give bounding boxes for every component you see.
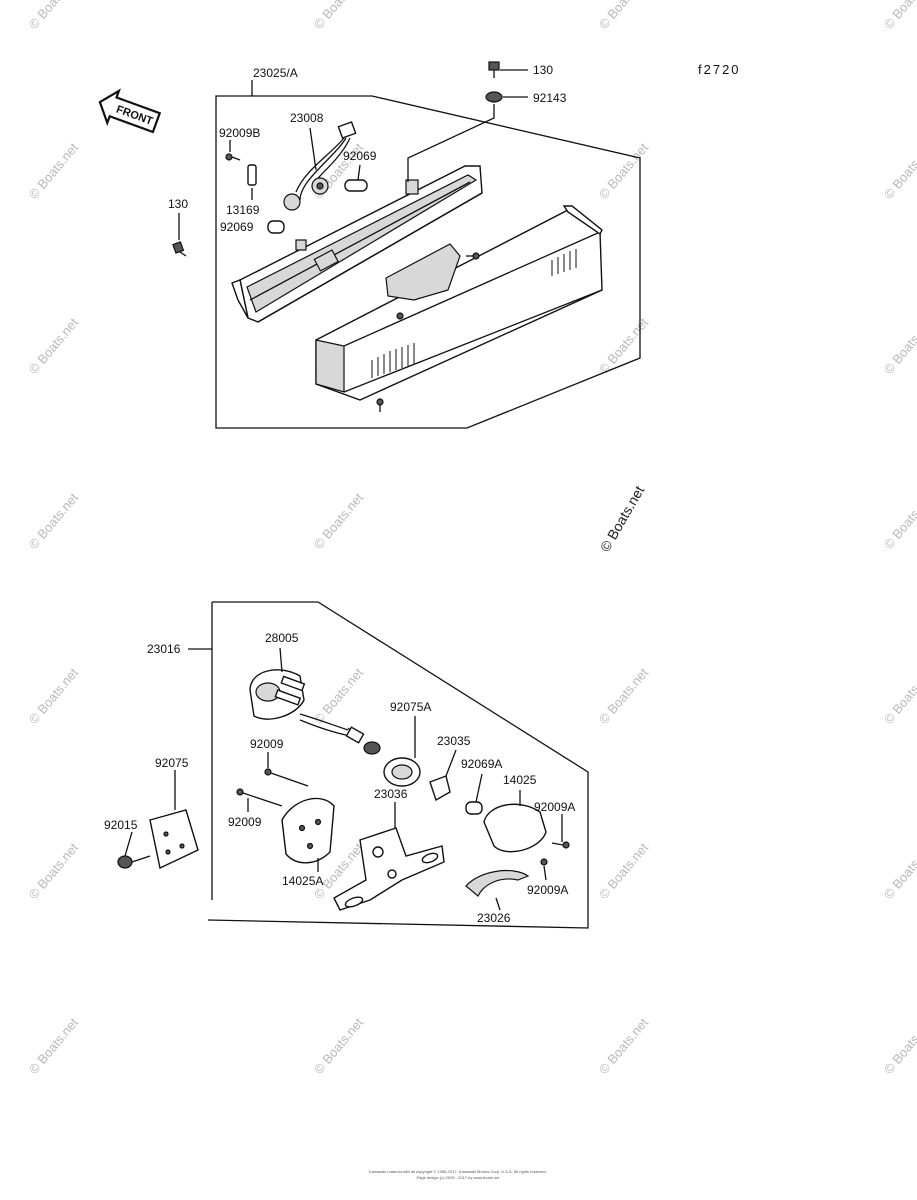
watermark: © Boats.net [596, 665, 652, 727]
bolt-icon [172, 213, 187, 257]
bulb-icon [344, 164, 368, 192]
wiring-harness [283, 121, 357, 211]
lens-vent-right [551, 249, 577, 276]
part-label-23035: 23035 [437, 734, 471, 748]
part-label-92009: 92009 [250, 737, 284, 751]
light-shield [465, 869, 530, 911]
mount-bracket [385, 243, 461, 301]
tail-light-housing [231, 165, 483, 323]
grommet-icon [407, 91, 528, 182]
bulb-icon [267, 220, 285, 234]
part-label-130: 130 [533, 63, 553, 77]
part-label-92075: 92075 [155, 756, 189, 770]
part-label-23036: 23036 [374, 787, 408, 801]
watermark: © Boats.net [26, 665, 82, 727]
watermark: © Boats.net [881, 490, 917, 552]
watermark: © Boats.net [26, 0, 82, 32]
watermark: © Boats.net [596, 840, 652, 902]
part-label-92009a: 92009A [534, 800, 575, 814]
watermark: © Boats.net [881, 0, 917, 32]
screw-icon [236, 752, 309, 812]
screw-icon [540, 814, 570, 881]
watermark: © Boats.net [596, 315, 652, 377]
part-label-92069-lower: 92069 [220, 220, 254, 234]
part-label-23025-a: 23025/A [253, 66, 298, 80]
gasket-plate [149, 770, 199, 870]
bolt-icon [488, 61, 528, 78]
top-group-boundary [215, 95, 641, 429]
watermark: © Boats.net [881, 840, 917, 902]
watermark: © Boats.net [596, 1015, 652, 1077]
watermark: © Boats.net [881, 315, 917, 377]
watermark: © Boats.net [881, 140, 917, 202]
bottom-group-boundary [207, 601, 589, 929]
license-bracket [333, 802, 445, 911]
lens-vent-left [371, 343, 415, 378]
part-label-92009b: 92009B [219, 126, 260, 140]
socket-assembly [249, 647, 306, 720]
part-label-92075a: 92075A [390, 700, 431, 714]
watermark: © Boats.net [881, 1015, 917, 1077]
watermark-dark: © Boats.net [597, 483, 648, 555]
watermark: © Boats.net [311, 665, 367, 727]
part-label-28005: 28005 [265, 631, 299, 645]
copyright-line: Page design (c) 2005 - 2017 by www.boats… [417, 1175, 501, 1180]
nut-icon [117, 831, 151, 869]
figure-code: f2720 [698, 62, 741, 77]
housing-icon [281, 797, 335, 872]
front-arrow-icon: FRONT [98, 88, 162, 134]
watermark: © Boats.net [26, 140, 82, 202]
part-label-13169: 13169 [226, 203, 260, 217]
license-lens [483, 790, 547, 853]
watermark: © Boats.net [311, 490, 367, 552]
watermark: © Boats.net [881, 665, 917, 727]
watermark: © Boats.net [26, 840, 82, 902]
part-label-23008: 23008 [290, 111, 324, 125]
watermark: © Boats.net [26, 490, 82, 552]
tail-light-lens [315, 205, 603, 401]
part-label-23026: 23026 [477, 911, 511, 925]
screw-icon [225, 140, 241, 161]
part-label-92069a: 92069A [461, 757, 502, 771]
watermark: © Boats.net [26, 1015, 82, 1077]
part-label-92009-lower: 92009 [228, 815, 262, 829]
watermark: © Boats.net [311, 1015, 367, 1077]
part-label-92015: 92015 [104, 818, 138, 832]
watermark: © Boats.net [311, 0, 367, 32]
watermark-layer: © Boats.net © Boats.net © Boats.net © Bo… [26, 0, 917, 1077]
part-label-14025a: 14025A [282, 874, 323, 888]
part-label-14025: 14025 [503, 773, 537, 787]
top-group: 23025/A 130 92143 23008 92009B 92069 131… [168, 61, 641, 429]
bottom-group: 23016 28005 92075A 23035 92069A 14025 92… [104, 601, 589, 929]
part-label-92009a-lower: 92009A [527, 883, 568, 897]
bulb-icon [465, 773, 483, 815]
part-label-92143: 92143 [533, 91, 567, 105]
gasket-ring [383, 716, 421, 787]
copyright-line: Kawasaki material with all copyright © 1… [369, 1169, 547, 1174]
socket-icon [429, 749, 457, 802]
watermark: © Boats.net [596, 0, 652, 32]
part-label-23016: 23016 [147, 642, 181, 656]
part-label-130-left: 130 [168, 197, 188, 211]
socket-wiring [299, 713, 381, 755]
part-label-92069: 92069 [343, 149, 377, 163]
watermark: © Boats.net [26, 315, 82, 377]
collar-icon [247, 164, 257, 200]
screw-icon [376, 252, 480, 412]
